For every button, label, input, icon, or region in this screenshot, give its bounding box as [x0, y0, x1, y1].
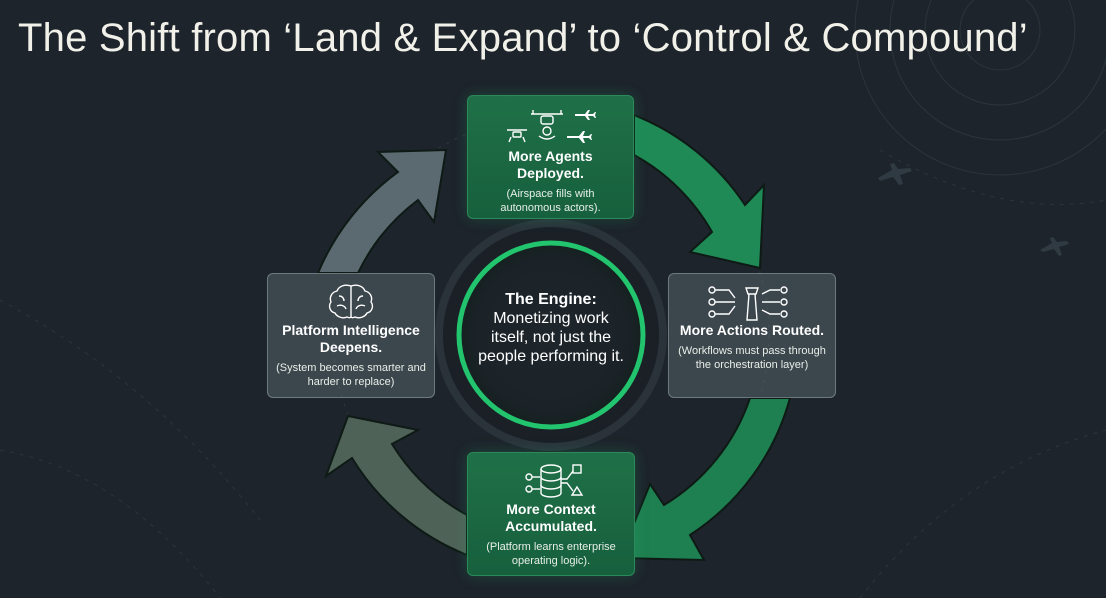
engine-label: The Engine: Monetizing work itself, not … [478, 290, 624, 366]
control-tower-routing-icon [708, 286, 788, 321]
arrow-agents-to-actions [633, 113, 766, 270]
engine-description: Monetizing work itself, not just the peo… [478, 310, 624, 365]
engine-ring [456, 240, 646, 430]
stage-card-agents: More Agents Deployed. (Airspace fills wi… [467, 95, 634, 219]
stage-subtitle: (Workflows must pass through the orchest… [678, 345, 826, 371]
stage-title: More Agents Deployed. [508, 148, 593, 181]
arrow-actions-to-context [618, 397, 792, 562]
brain-icon [328, 284, 374, 319]
page-title: The Shift from ‘Land & Expand’ to ‘Contr… [18, 16, 1028, 60]
stage-subtitle: (System becomes smarter and harder to re… [276, 362, 426, 388]
stage-title: More Actions Routed. [679, 322, 825, 338]
stage-card-context: More Context Accumulated. (Platform lear… [467, 452, 635, 576]
stage-subtitle: (Airspace fills with autonomous actors). [500, 188, 601, 214]
stage-card-intelligence: Platform Intelligence Deepens. (System b… [267, 273, 435, 398]
stage-card-actions: More Actions Routed. (Workflows must pas… [668, 273, 836, 398]
stage-title: Platform Intelligence Deepens. [282, 322, 420, 355]
drones-and-planes-icon [506, 110, 596, 143]
database-network-icon [525, 464, 584, 498]
stage-subtitle: (Platform learns enterprise operating lo… [486, 541, 616, 567]
arrow-intelligence-to-agents [316, 148, 448, 274]
arrow-context-to-intelligence [323, 414, 468, 557]
stage-title: More Context Accumulated. [505, 501, 597, 534]
engine-title: The Engine: [505, 291, 597, 308]
